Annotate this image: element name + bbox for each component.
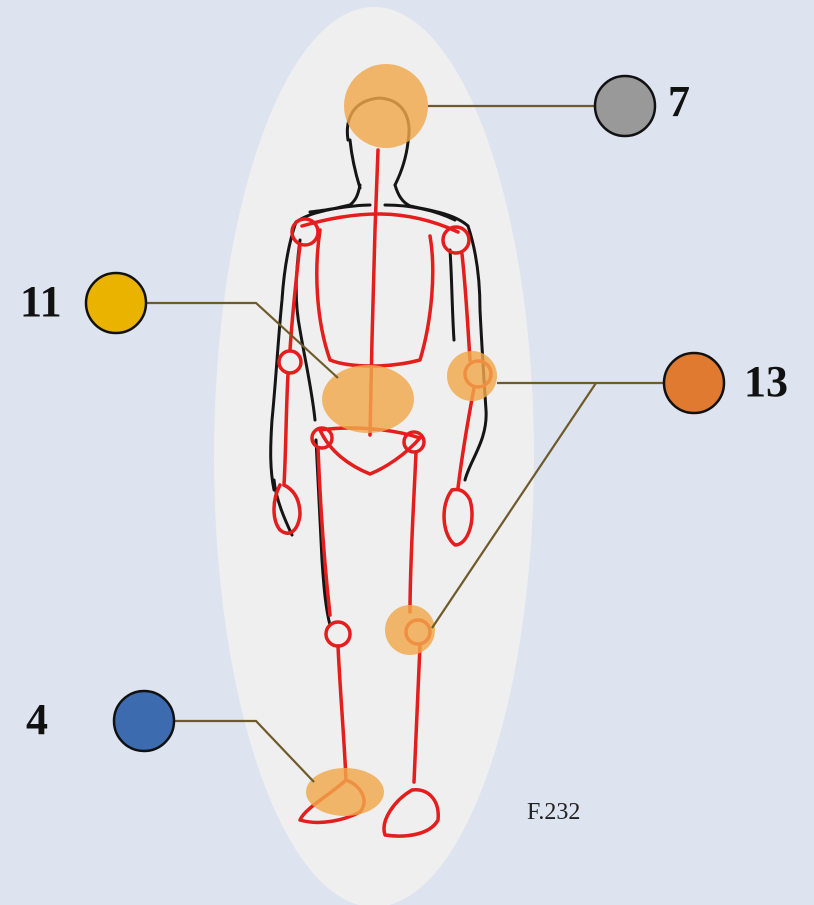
blue-circle-icon — [114, 691, 174, 751]
callout-label-11: 11 — [20, 280, 62, 324]
knee-highlight — [385, 605, 435, 655]
gray-circle-icon — [595, 76, 655, 136]
orange-circle-icon — [664, 353, 724, 413]
callout-label-7: 7 — [668, 80, 690, 124]
callout-label-13: 13 — [744, 360, 788, 404]
head-highlight — [344, 64, 428, 148]
figure-caption: F.232 — [527, 799, 580, 826]
elbow-highlight — [447, 351, 497, 401]
foot-highlight — [306, 768, 384, 816]
callout-label-4: 4 — [26, 698, 48, 742]
yellow-circle-icon — [86, 273, 146, 333]
